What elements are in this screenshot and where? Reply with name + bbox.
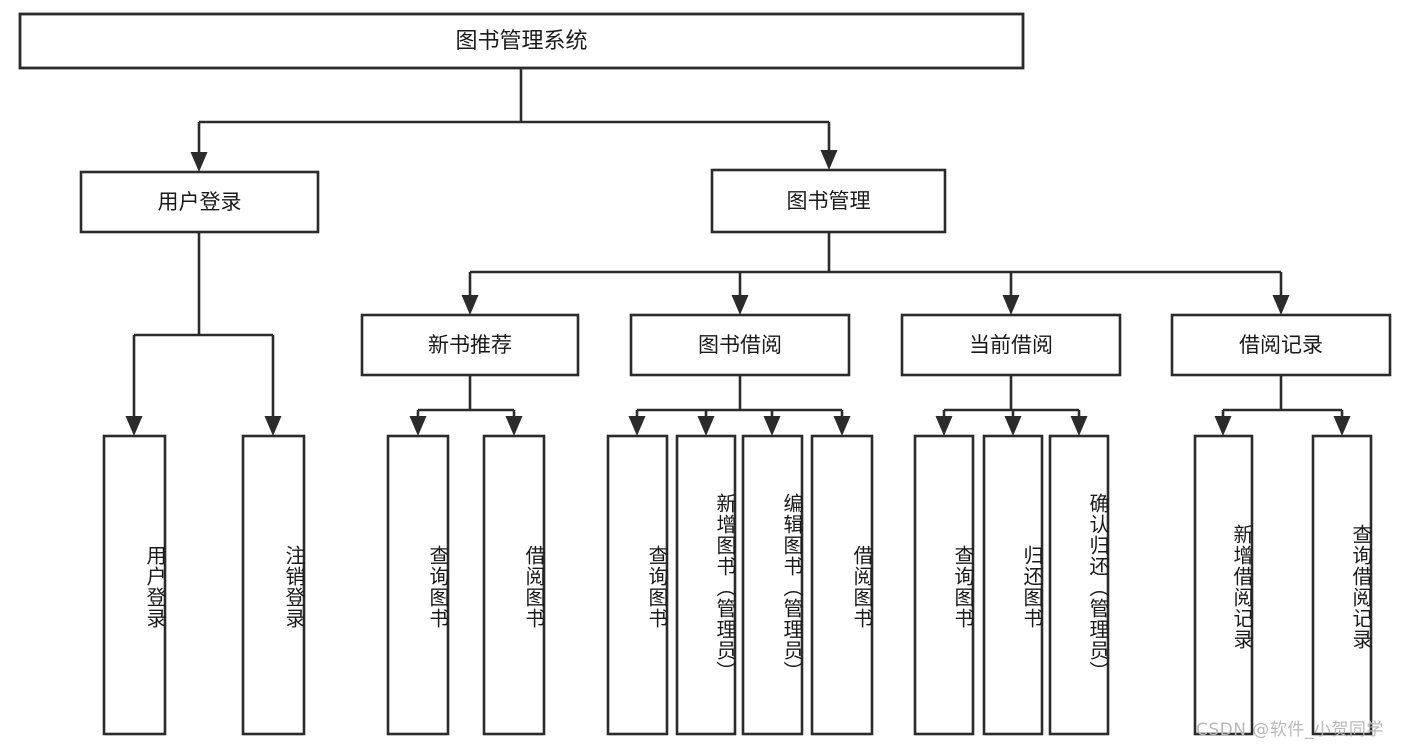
edge-group-bus-root — [190, 68, 838, 172]
edge-group-bus-current-borrow — [935, 375, 1088, 436]
boxes-layer — [18, 12, 1392, 736]
node-box-new-book-rec[interactable] — [360, 313, 580, 377]
arrow-icon-bus-book-borrow-0 — [628, 416, 646, 436]
node-box-borrow-record[interactable] — [1170, 313, 1392, 377]
node-label-user-login: 用户登录 — [158, 190, 242, 214]
node-label-book-manage: 图书管理 — [787, 189, 871, 213]
node-box-leaf-query-record[interactable] — [1311, 434, 1373, 736]
node-box-leaf-borrow-book-2[interactable] — [810, 434, 874, 736]
arrow-icon-bus-book-borrow-3 — [833, 416, 851, 436]
arrow-icon-bus-root-0 — [190, 152, 208, 172]
arrow-icon-bus-new-book-rec-1 — [505, 416, 523, 436]
node-box-leaf-add-book[interactable] — [675, 434, 737, 736]
node-box-leaf-edit-book[interactable] — [741, 434, 804, 736]
arrow-icon-bus-current-borrow-2 — [1070, 416, 1088, 436]
node-box-leaf-return-book[interactable] — [982, 434, 1044, 736]
csdn-watermark: CSDN @软件_小贺同学 — [1196, 720, 1384, 740]
edges-layer — [125, 68, 1351, 436]
arrow-icon-bus-book-manage-0 — [461, 295, 479, 315]
node-box-leaf-borrow-book-1[interactable] — [482, 434, 546, 736]
arrow-icon-bus-book-manage-2 — [1002, 295, 1020, 315]
node-box-current-borrow[interactable] — [900, 313, 1122, 377]
edge-group-bus-user-login — [125, 232, 282, 436]
arrow-icon-bus-current-borrow-1 — [1004, 416, 1022, 436]
node-label-new-book-rec: 新书推荐 — [428, 333, 512, 357]
node-box-leaf-user-logout[interactable] — [241, 434, 306, 736]
arrow-icon-bus-book-borrow-1 — [697, 416, 715, 436]
node-box-leaf-query-book-2[interactable] — [606, 434, 669, 736]
edge-group-bus-borrow-record — [1214, 375, 1351, 436]
arrow-icon-bus-borrow-record-0 — [1214, 416, 1232, 436]
node-label-root: 图书管理系统 — [455, 29, 587, 54]
node-box-book-borrow[interactable] — [629, 313, 851, 377]
arrow-icon-bus-book-manage-3 — [1272, 295, 1290, 315]
arrow-icon-bus-new-book-rec-0 — [409, 416, 427, 436]
edge-group-bus-book-manage — [461, 232, 1290, 315]
arrow-icon-bus-borrow-record-1 — [1333, 416, 1351, 436]
node-label-book-borrow: 图书借阅 — [698, 333, 782, 357]
edge-group-bus-book-borrow — [628, 375, 851, 436]
node-box-leaf-query-book-1[interactable] — [386, 434, 450, 736]
node-box-leaf-user-login[interactable] — [102, 434, 167, 736]
node-box-leaf-add-record[interactable] — [1193, 434, 1254, 736]
edge-group-bus-new-book-rec — [409, 375, 523, 436]
node-box-leaf-confirm-return[interactable] — [1048, 434, 1110, 736]
node-label-borrow-record: 借阅记录 — [1239, 333, 1323, 357]
node-box-leaf-query-book-3[interactable] — [913, 434, 975, 736]
node-box-book-manage[interactable] — [710, 168, 947, 234]
arrow-icon-bus-user-login-0 — [125, 416, 143, 436]
node-box-root[interactable] — [18, 12, 1025, 70]
arrow-icon-bus-book-manage-1 — [731, 295, 749, 315]
arrow-icon-bus-book-borrow-2 — [763, 416, 781, 436]
arrow-icon-bus-root-1 — [820, 150, 838, 170]
arrow-icon-bus-current-borrow-0 — [935, 416, 953, 436]
arrow-icon-bus-user-login-1 — [264, 416, 282, 436]
node-label-current-borrow: 当前借阅 — [969, 333, 1053, 357]
node-box-user-login[interactable] — [79, 170, 320, 234]
